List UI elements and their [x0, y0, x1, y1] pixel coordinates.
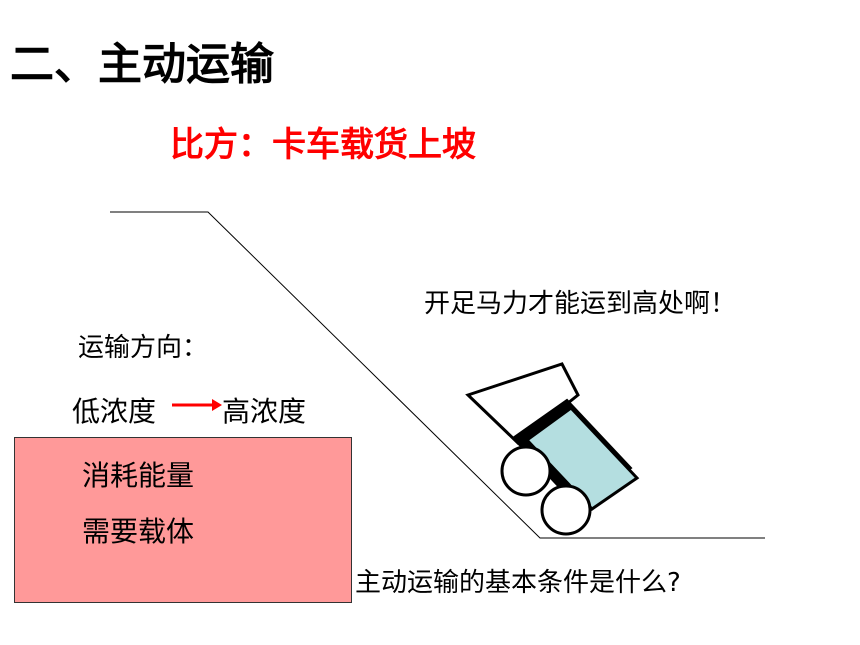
page-title: 二、主动运输: [10, 39, 274, 90]
truck-wheel-front: [500, 445, 552, 497]
truck-quote: 开足马力才能运到高处啊！: [424, 289, 737, 319]
high-concentration-label: 高浓度: [222, 395, 307, 428]
direction-arrow-icon: [172, 399, 222, 411]
conditions-box: [14, 437, 352, 603]
slope-line: [110, 211, 765, 539]
truck-wheel-rear: [540, 484, 592, 536]
condition-carrier: 需要载体: [82, 515, 195, 548]
low-concentration-label: 低浓度: [72, 395, 157, 428]
question-text: 主动运输的基本条件是什么?: [355, 568, 681, 598]
condition-energy: 消耗能量: [82, 459, 195, 492]
truck-cab: [465, 362, 580, 445]
truck-icon: [465, 362, 640, 536]
analogy-subtitle: 比方：卡车载货上坡: [170, 125, 476, 165]
direction-label: 运输方向：: [78, 333, 209, 363]
